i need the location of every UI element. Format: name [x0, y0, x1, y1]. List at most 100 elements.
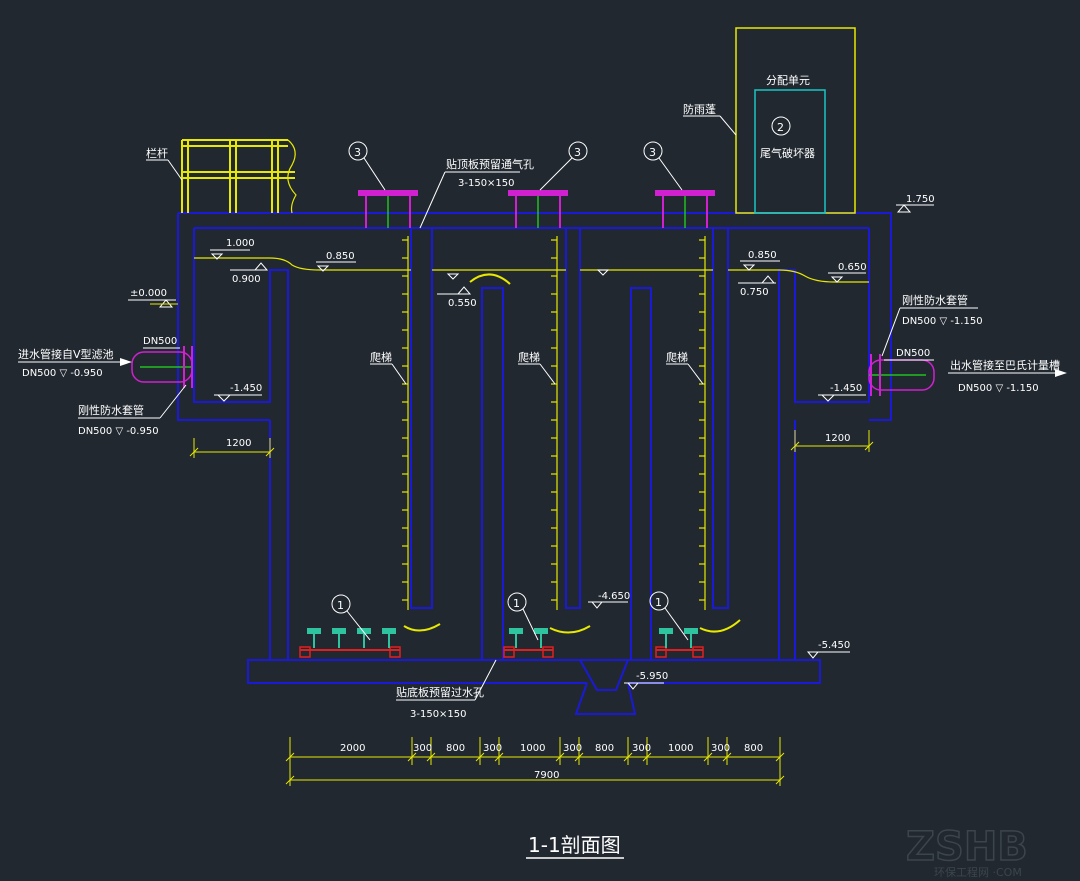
svg-text:-5.450: -5.450: [818, 640, 850, 651]
outlet-sleeve: 刚性防水套管: [902, 293, 968, 307]
vent-pipe-2: [508, 190, 568, 228]
dim-tick: [574, 752, 584, 762]
vent-pipe-3: [655, 190, 715, 228]
dim-tick: [703, 752, 713, 762]
svg-text:±0.000: ±0.000: [130, 288, 167, 299]
dim-tick: [722, 752, 732, 762]
railing-label: 栏杆: [146, 146, 168, 160]
svg-text:0.650: 0.650: [838, 262, 867, 273]
dim-1200-left-label: 1200: [226, 438, 251, 449]
elev-1450a: -1.450: [214, 383, 262, 402]
annotations: 栏杆 防雨蓬 分配单元 尾气破坏器 贴顶板预留通气孔 3-150×150 贴底板…: [18, 74, 1067, 720]
dim-2000: 2000: [340, 743, 365, 754]
inlet-dn: DN500: [143, 336, 177, 347]
elev-1000: 1.000: [210, 238, 255, 260]
dim-1200-right-label: 1200: [825, 433, 850, 444]
ladder-rungs: [402, 239, 705, 601]
ladder-label-3: 爬梯: [666, 351, 688, 364]
waste-gas-destroyer-label: 尾气破坏器: [760, 146, 815, 160]
dim-tick: [775, 775, 785, 785]
callout-3b-label: 3: [574, 146, 581, 159]
elev-1750: 1.750: [896, 194, 935, 213]
callout-3c: 3: [643, 141, 683, 191]
inlet-pipe: [131, 346, 193, 388]
outlet-dn: DN500: [896, 348, 930, 359]
callout-3c-label: 3: [649, 146, 656, 159]
elev-0550: 0.550: [437, 269, 610, 309]
elev-4650: -4.650: [588, 591, 630, 609]
elev-0900: 0.900: [230, 262, 269, 285]
diffuser-support: [389, 646, 401, 658]
water-levels: [194, 257, 869, 283]
svg-text:-5.950: -5.950: [636, 671, 668, 682]
dim-tick: [285, 775, 295, 785]
diffuser-support: [655, 646, 667, 658]
dim-tick: [475, 752, 485, 762]
dim-800b: 800: [595, 743, 614, 754]
svg-text:1.000: 1.000: [226, 238, 255, 249]
elev-1450b: -1.450: [818, 383, 866, 402]
dim-300d: 300: [632, 743, 651, 754]
dim-tick: [407, 752, 417, 762]
top-vent-size: 3-150×150: [458, 178, 515, 189]
elev-0000: ±0.000: [128, 288, 178, 308]
outlet-desc: 出水管接至巴氏计量槽: [950, 358, 1060, 372]
inlet-sleeve: 刚性防水套管: [78, 403, 144, 417]
vent-pipes: [358, 190, 715, 228]
dim-1000a: 1000: [520, 743, 545, 754]
diffuser-head: [307, 628, 321, 634]
dim-tick: [623, 752, 633, 762]
top-vent-label: 贴顶板预留通气孔: [446, 157, 534, 171]
flow-arrows: [403, 273, 741, 634]
distribution-unit: [735, 27, 856, 214]
diffuser-head: [684, 628, 698, 634]
dim-300e: 300: [711, 743, 730, 754]
svg-text:-1.450: -1.450: [830, 383, 862, 394]
outlet-sleeve-spec: DN500 ▽ -1.150: [902, 316, 983, 327]
callout-1b-label: 1: [513, 597, 520, 610]
distribution-unit-label: 分配单元: [766, 74, 810, 87]
svg-text:0.850: 0.850: [326, 251, 355, 262]
diffuser-head: [357, 628, 371, 634]
outlet-spec: DN500 ▽ -1.150: [958, 383, 1039, 394]
elev-5950: -5.950: [624, 671, 668, 690]
callout-1b: 1: [507, 592, 539, 641]
svg-text:-1.450: -1.450: [230, 383, 262, 394]
callout-1a-label: 1: [337, 599, 344, 612]
elev-0750: 0.750: [738, 275, 776, 298]
drawing-title: 1-1剖面图: [526, 833, 624, 859]
callout-2-label: 2: [777, 121, 784, 134]
callout-3a-label: 3: [354, 146, 361, 159]
ladder-label-2: 爬梯: [518, 351, 540, 364]
callout-2: 2: [771, 116, 791, 136]
elev-0850a: 0.850: [316, 251, 356, 272]
inlet-sleeve-spec: DN500 ▽ -0.950: [78, 426, 159, 437]
ladders: [407, 236, 706, 610]
svg-text:1.750: 1.750: [906, 194, 935, 205]
dim-300b: 300: [483, 743, 502, 754]
diffuser-support: [503, 646, 515, 658]
dim-300c: 300: [563, 743, 582, 754]
dim-1200-left: [189, 438, 275, 458]
diffuser-head: [332, 628, 346, 634]
dim-800c: 800: [744, 743, 763, 754]
diffuser-head: [659, 628, 673, 634]
callout-1c-label: 1: [655, 596, 662, 609]
dim-total: 7900: [534, 770, 559, 781]
dim-300a: 300: [413, 743, 432, 754]
diffuser-head: [509, 628, 523, 634]
svg-text:0.550: 0.550: [448, 298, 477, 309]
rain-cover-label: 防雨蓬: [683, 102, 716, 116]
elev-5450: -5.450: [806, 640, 850, 659]
dim-800a: 800: [446, 743, 465, 754]
callout-3b: 3: [539, 141, 588, 191]
railing: [181, 139, 297, 214]
diffuser-head: [382, 628, 396, 634]
dim-tick: [555, 752, 565, 762]
watermark-sub: 环保工程网 ·COM: [934, 865, 1022, 879]
dimensions: 1200 1200 2000 300 800 300 1000 300 800 …: [189, 430, 874, 786]
watermark-logo: ZSHB: [906, 824, 1028, 870]
dim-tick: [494, 752, 504, 762]
callout-1a: 1: [331, 594, 371, 641]
dim-1200-right: [790, 430, 874, 452]
